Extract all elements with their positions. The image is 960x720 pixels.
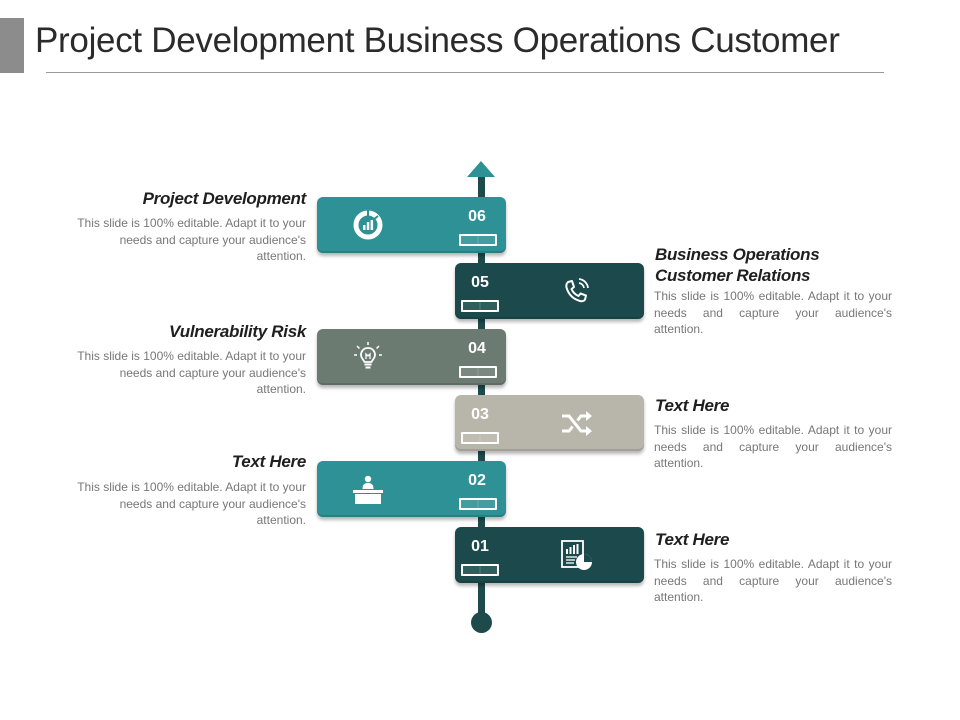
description-05: This slide is 100% editable. Adapt it to… bbox=[654, 289, 892, 336]
step-number: 06 bbox=[468, 208, 486, 225]
heading-project-development: Project Development bbox=[142, 189, 307, 208]
step-03-card: 03 bbox=[455, 395, 644, 451]
step-06-card: 06 bbox=[317, 197, 506, 253]
step-tab bbox=[459, 498, 497, 510]
title-divider bbox=[46, 72, 884, 73]
step-number: 05 bbox=[471, 274, 489, 291]
step-tab bbox=[461, 300, 499, 312]
heading-vulnerability-risk: Vulnerability Risk bbox=[169, 322, 306, 341]
heading-step-03: Text Here bbox=[655, 396, 730, 415]
lightbulb-icon bbox=[351, 340, 385, 374]
step-tab bbox=[459, 366, 497, 378]
page-title: Project Development Business Operations … bbox=[35, 21, 840, 60]
heading-business-operations: Business Operations Customer Relations bbox=[655, 244, 895, 286]
step-number: 01 bbox=[471, 538, 489, 555]
description-03: This slide is 100% editable. Adapt it to… bbox=[654, 423, 892, 470]
timeline-arrow-head bbox=[467, 161, 495, 177]
heading-step-01: Text Here bbox=[655, 530, 730, 549]
step-05-card: 05 bbox=[455, 263, 644, 319]
step-number: 03 bbox=[471, 406, 489, 423]
step-number: 04 bbox=[468, 340, 486, 357]
heading-step-02: Text Here bbox=[231, 452, 306, 471]
report-chart-icon bbox=[559, 538, 593, 572]
step-number: 02 bbox=[468, 472, 486, 489]
donut-chart-icon bbox=[351, 208, 385, 242]
step-02-card: 02 bbox=[317, 461, 506, 517]
step-04-card: 04 bbox=[317, 329, 506, 385]
phone-icon bbox=[559, 274, 593, 308]
desk-person-icon bbox=[351, 472, 385, 506]
step-tab bbox=[461, 564, 499, 576]
step-01-card: 01 bbox=[455, 527, 644, 583]
shuffle-icon bbox=[559, 406, 593, 440]
description-06: This slide is 100% editable. Adapt it to… bbox=[77, 216, 306, 263]
heading-line-2: Customer Relations bbox=[655, 266, 811, 285]
timeline-start-dot bbox=[471, 612, 492, 633]
step-tab bbox=[459, 234, 497, 246]
heading-line-1: Business Operations bbox=[655, 245, 820, 264]
description-04: This slide is 100% editable. Adapt it to… bbox=[77, 349, 306, 396]
step-tab bbox=[461, 432, 499, 444]
description-02: This slide is 100% editable. Adapt it to… bbox=[77, 480, 306, 527]
description-01: This slide is 100% editable. Adapt it to… bbox=[654, 557, 892, 604]
title-accent-bar bbox=[0, 18, 24, 73]
